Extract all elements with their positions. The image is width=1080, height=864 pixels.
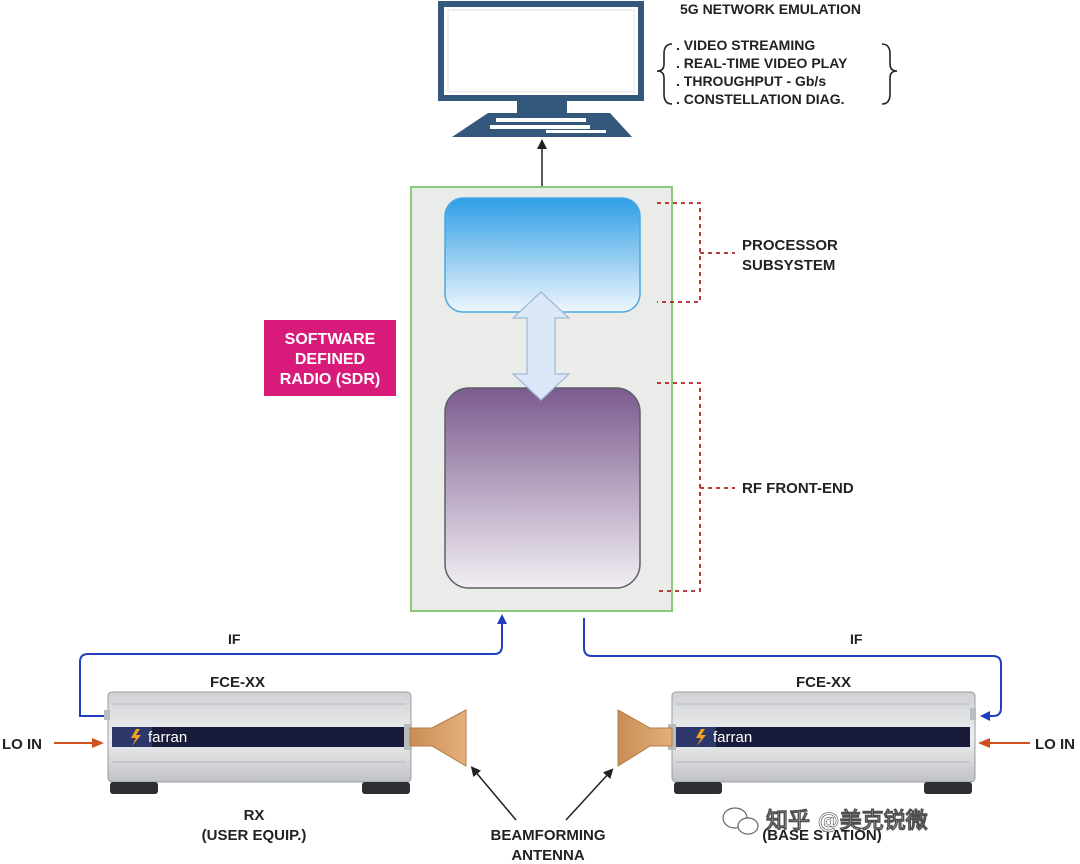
feature-item: . THROUGHPUT - Gb/s	[676, 73, 826, 89]
left-unit-model: FCE-XX	[210, 674, 265, 691]
right-unit-brand: farran	[713, 729, 752, 746]
farran-logo-icon	[696, 729, 706, 746]
processor-dashed-bracket	[657, 202, 701, 303]
left-if-connection	[79, 614, 507, 717]
feature-item: . VIDEO STREAMING	[676, 37, 815, 53]
feature-item: . REAL-TIME VIDEO PLAY	[676, 55, 848, 71]
left-horn-antenna-icon	[409, 709, 467, 767]
rf-dashed-bracket	[657, 382, 701, 592]
antenna-label: BEAMFORMING	[491, 827, 606, 844]
feature-right-brace	[881, 43, 898, 105]
antenna-pointer-right	[565, 768, 614, 821]
processor-label: SUBSYSTEM	[742, 257, 835, 274]
rf-front-end-label: RF FRONT-END	[742, 480, 854, 497]
right-frequency-converter	[668, 691, 976, 794]
left-unit-role: (USER EQUIP.)	[202, 827, 307, 844]
right-unit-role: (BASE STATION)	[762, 827, 881, 844]
watermark-text: 知乎 @美克锐微	[766, 808, 928, 834]
left-lo-label: LO IN	[2, 736, 42, 753]
wechat-watermark-icon	[722, 807, 759, 835]
processor-label: PROCESSOR	[742, 237, 838, 254]
right-if-connection	[583, 618, 1002, 721]
antenna-pointer-left	[470, 766, 517, 821]
bidirectional-data-arrow	[511, 291, 571, 401]
sdr-badge-line: SOFTWARE	[285, 331, 376, 348]
rf-front-end-block	[444, 387, 641, 589]
left-unit-role: RX	[244, 807, 265, 824]
network-emulation-title: 5G NETWORK EMULATION	[680, 1, 861, 17]
left-if-label: IF	[228, 631, 241, 647]
sdr-badge-line: RADIO (SDR)	[280, 371, 380, 388]
computer-monitor-icon	[438, 1, 644, 137]
feature-left-brace	[656, 43, 673, 105]
sdr-badge-line: DEFINED	[295, 351, 365, 368]
antenna-label: ANTENNA	[511, 847, 584, 864]
right-if-label: IF	[850, 631, 863, 647]
left-unit-brand: farran	[148, 729, 187, 746]
feature-item: . CONSTELLATION DIAG.	[676, 91, 845, 107]
right-lo-label: LO IN	[1035, 736, 1075, 753]
right-horn-antenna-icon	[617, 709, 673, 767]
farran-logo-icon	[131, 729, 141, 746]
right-unit-model: FCE-XX	[796, 674, 851, 691]
sdr-badge	[264, 320, 396, 396]
